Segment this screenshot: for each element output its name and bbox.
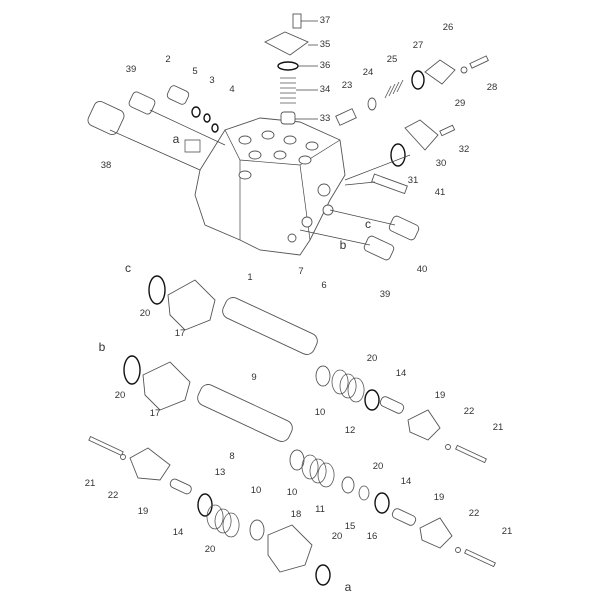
part-callout-22: 22	[107, 490, 119, 501]
part-callout-19: 19	[433, 492, 445, 503]
part-callout-41: 41	[434, 187, 446, 198]
reference-letter-a: a	[172, 132, 180, 146]
part-callout-20: 20	[331, 531, 343, 542]
part-callout-8: 8	[229, 451, 235, 462]
part-callout-4: 4	[229, 84, 235, 95]
part-callout-14: 14	[172, 527, 184, 538]
part-callout-11: 11	[315, 504, 325, 515]
part-callout-17: 17	[149, 408, 161, 419]
reference-letter-a: a	[344, 580, 352, 594]
part-callout-12: 12	[344, 425, 356, 436]
part-callout-3: 3	[209, 75, 215, 86]
part-callout-32: 32	[458, 144, 470, 155]
part-callout-16: 16	[366, 531, 378, 542]
part-callout-20: 20	[204, 544, 216, 555]
part-callout-1: 1	[247, 272, 253, 283]
bottom-left-assembly	[88, 435, 331, 586]
part-callout-14: 14	[395, 368, 407, 379]
part-callout-9: 9	[251, 372, 257, 383]
part-callout-31: 31	[407, 175, 419, 186]
part-callout-2: 2	[165, 54, 171, 65]
part-callout-37: 37	[319, 15, 331, 26]
part-callout-19: 19	[434, 390, 446, 401]
part-callout-28: 28	[486, 82, 498, 93]
part-callout-23: 23	[341, 80, 353, 91]
part-callout-38: 38	[100, 160, 112, 171]
part-callout-18: 18	[290, 509, 302, 520]
part-callout-10: 10	[314, 407, 326, 418]
part-callout-39: 39	[379, 289, 391, 300]
part-callout-20: 20	[366, 353, 378, 364]
reference-letter-b: b	[98, 340, 106, 354]
part-callout-29: 29	[454, 98, 466, 109]
part-callout-20: 20	[139, 308, 151, 319]
part-callout-6: 6	[321, 280, 327, 291]
part-callout-13: 13	[214, 467, 226, 478]
part-callout-5: 5	[192, 66, 198, 77]
part-callout-20: 20	[114, 390, 126, 401]
part-callout-17: 17	[174, 328, 186, 339]
part-callout-21: 21	[492, 422, 504, 433]
part-callout-40: 40	[416, 264, 428, 275]
part-callout-21: 21	[501, 526, 513, 537]
part-callout-10: 10	[286, 487, 298, 498]
reference-letter-c: c	[365, 217, 371, 231]
part-callout-35: 35	[319, 39, 331, 50]
reference-letter-b: b	[339, 238, 347, 252]
part-callout-30: 30	[435, 158, 447, 169]
spool-8-assembly	[123, 355, 496, 568]
part-callout-34: 34	[319, 84, 331, 95]
part-callout-21: 21	[84, 478, 96, 489]
part-callout-25: 25	[386, 54, 398, 65]
part-callout-22: 22	[468, 508, 480, 519]
part-callout-27: 27	[412, 40, 424, 51]
part-callout-22: 22	[463, 406, 475, 417]
part-callout-19: 19	[137, 506, 149, 517]
reference-letter-c: c	[125, 261, 131, 275]
right-top-parts	[299, 55, 489, 261]
part-callout-26: 26	[442, 22, 454, 33]
top-relief-parts	[264, 13, 318, 125]
part-callout-36: 36	[319, 60, 331, 71]
part-callout-15: 15	[344, 521, 356, 532]
spool-9-assembly	[148, 275, 487, 464]
part-callout-10: 10	[250, 485, 262, 496]
part-callout-39: 39	[125, 64, 137, 75]
left-top-parts	[87, 85, 226, 171]
valve-body	[194, 117, 346, 256]
part-callout-24: 24	[362, 67, 374, 78]
part-callout-7: 7	[298, 266, 304, 277]
part-callout-33: 33	[319, 113, 331, 124]
part-callout-14: 14	[400, 476, 412, 487]
part-callout-20: 20	[372, 461, 384, 472]
